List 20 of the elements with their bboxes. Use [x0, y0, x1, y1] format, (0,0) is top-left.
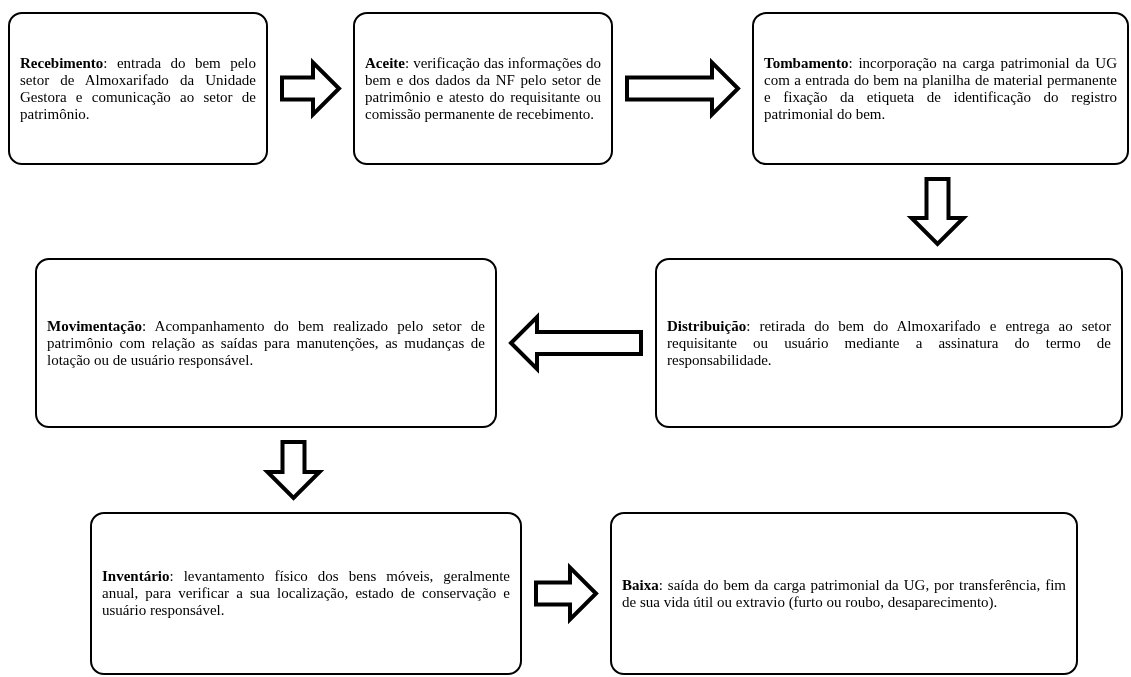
process-box [655, 258, 1123, 428]
step-description: Movimentação: Acompanhamento do bem realizado pelo setor de patrimônio com relação as saídas para manutenções, as mudanças de lotação ou de usuário responsável. [47, 317, 485, 369]
process-box [35, 258, 497, 428]
process-box [752, 12, 1129, 165]
block-arrow [280, 57, 342, 120]
step-description: Recebimento: entrada do bem pelo setor de Almoxarifado da Unidade Gestora e comunicação ao setor de patrimônio. [20, 54, 256, 123]
block-arrow [625, 57, 741, 120]
step-description: Baixa: saída do bem da carga patrimonial da UG, por transferência, fim de sua vida útil ou extravio (furto ou roubo, desaparecimento). [622, 576, 1066, 611]
block-arrow [534, 562, 599, 625]
step-description: Distribuição: retirada do bem do Almoxarifado e entrega ao setor requisitante ou usuário mediante a assinatura do termo de responsabilidade. [667, 317, 1111, 369]
process-box [610, 512, 1078, 675]
block-arrow [262, 440, 325, 501]
process-box [353, 12, 613, 165]
step-description: Tombamento: incorporação na carga patrimonial da UG com a entrada do bem na planilha de material permanente e fixação da etiqueta de identificação do registro patrimonial do bem. [764, 54, 1117, 123]
process-box [8, 12, 268, 165]
process-box [90, 512, 522, 675]
step-description: Aceite: verificação das informações do bem e dos dados da NF pelo setor de patrimônio e atesto do requisitante ou comissão permanente de recebimento. [365, 54, 601, 123]
block-arrow [906, 177, 969, 247]
block-arrow [508, 312, 643, 374]
step-description: Inventário: levantamento físico dos bens móveis, geralmente anual, para verificar a sua localização, estado de conservação e usuário responsável. [102, 568, 510, 619]
